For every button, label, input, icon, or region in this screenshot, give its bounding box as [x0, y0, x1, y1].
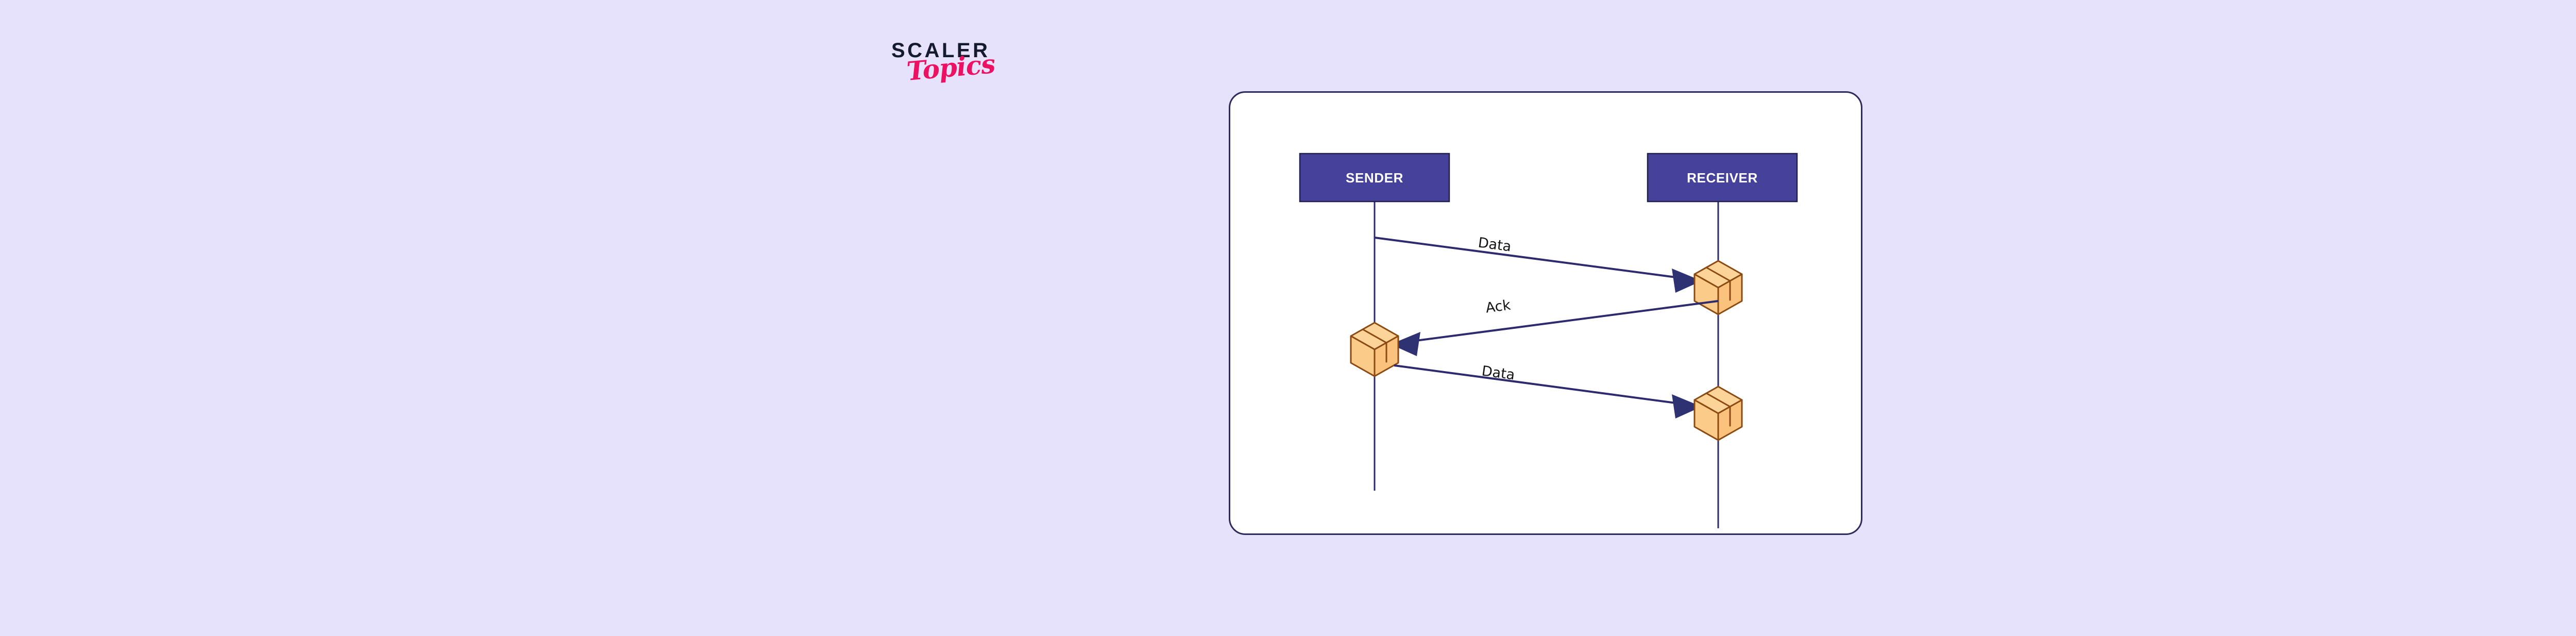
packet-box-3	[1693, 386, 1743, 441]
packet-box-1-flap-seam	[1705, 266, 1731, 282]
message-ack-label: Ack	[1485, 297, 1512, 316]
message-ack-arrowhead	[1391, 332, 1420, 356]
actor-receiver[interactable]: RECEIVER	[1647, 153, 1798, 203]
packet-box-1	[1693, 260, 1743, 315]
message-data-2-arrowhead	[1672, 394, 1702, 419]
scaler-topics-logo: SCALER Topics	[887, 36, 1062, 106]
message-data-2-line	[1394, 364, 1684, 405]
message-ack[interactable]: Ack	[1391, 297, 1719, 356]
diagram-card: SENDER RECEIVER Data Ack	[1229, 91, 1862, 535]
message-ack-line	[1408, 300, 1719, 343]
logo-wordmark: SCALER	[891, 39, 990, 62]
packet-box-3-flap-seam	[1705, 392, 1731, 408]
actor-sender[interactable]: SENDER	[1299, 153, 1450, 203]
packet-box-2-flap-seam	[1362, 328, 1387, 344]
sequence-diagram: SENDER RECEIVER Data Ack	[1299, 153, 1798, 528]
message-data-1-line	[1374, 237, 1684, 279]
message-data-1[interactable]: Data	[1374, 235, 1702, 293]
actor-receiver-box	[1647, 153, 1798, 203]
actor-sender-label: SENDER	[1346, 170, 1403, 186]
message-data-1-arrowhead	[1672, 269, 1702, 293]
actor-receiver-label: RECEIVER	[1687, 170, 1758, 186]
actor-sender-box	[1299, 153, 1450, 203]
logo-script-text: Topics	[905, 48, 996, 87]
message-data-2[interactable]: Data	[1394, 363, 1702, 419]
message-data-2-label: Data	[1481, 363, 1516, 383]
packet-box-2	[1350, 322, 1399, 377]
